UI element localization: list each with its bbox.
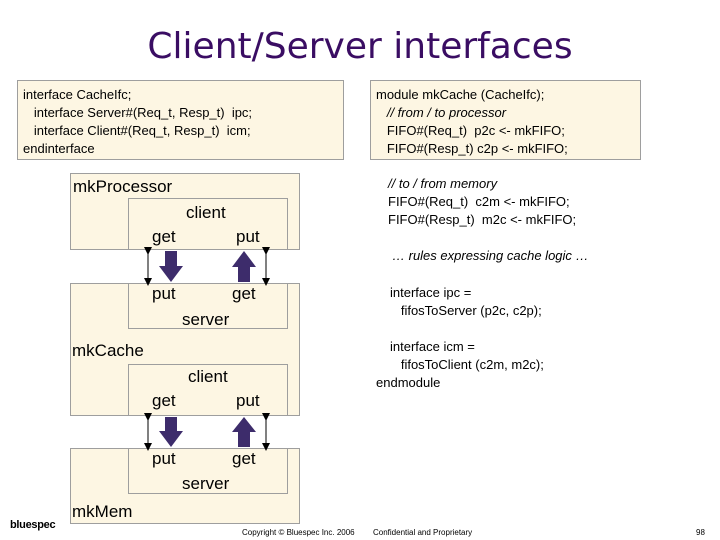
footer-copyright: Copyright © Bluespec Inc. 2006 [242,528,355,537]
interface-code-box: interface CacheIfc; interface Server#(Re… [17,80,344,160]
memory-fifo-line: FIFO#(Req_t) c2m <- mkFIFO; [388,194,570,209]
interface-line: interface CacheIfc; [23,87,132,102]
client-get-label: get [152,391,176,410]
icm-line: fifosToClient (c2m, m2c); [390,357,544,372]
server-get-label: get [232,449,256,468]
up-arrow [232,417,256,447]
cache-server-port [128,283,288,329]
memory-comment: // to / from memory [388,176,498,191]
module-line: FIFO#(Req_t) p2c <- mkFIFO; [376,123,565,138]
client-put-label: put [236,227,260,246]
module-code-box: module mkCache (CacheIfc); // from / to … [370,80,641,160]
server-get-label: get [232,284,256,303]
up-arrow [232,251,256,282]
ipc-line: interface ipc = [390,285,472,300]
footer-confidential: Confidential and Proprietary [373,528,473,537]
down-arrow [159,251,183,282]
slide-title: Client/Server interfaces [147,26,573,67]
memory-fifo-block: // to / from memory FIFO#(Req_t) c2m <- … [388,175,576,229]
ipc-line: fifosToServer (p2c, c2p); [390,303,542,318]
icm-line: endmodule [376,375,441,390]
rules-comment: … rules expressing cache logic … [392,248,589,263]
server-put-label: put [152,449,176,468]
client-label: client [188,367,228,386]
icm-interface-block: interface icm = fifosToClient (c2m, m2c)… [376,338,544,392]
cache-label: mkCache [72,341,144,360]
mem-label: mkMem [72,502,133,521]
module-line: module mkCache (CacheIfc); [376,87,545,102]
bluespec-logo: bluespec [10,519,56,531]
interface-line: interface Server#(Req_t, Resp_t) ipc; [23,105,253,120]
page-number: 98 [696,528,705,537]
module-line: FIFO#(Resp_t) c2p <- mkFIFO; [376,141,568,156]
mem-server-port [128,448,288,494]
interface-line: endinterface [23,141,95,156]
server-label: server [182,474,230,493]
server-put-label: put [152,284,176,303]
client-put-label: put [236,391,260,410]
module-comment: // from / to processor [376,105,507,120]
icm-line: interface icm = [390,339,475,354]
memory-fifo-line: FIFO#(Resp_t) m2c <- mkFIFO; [388,212,577,227]
cache-client-port [128,364,288,416]
processor-label: mkProcessor [73,177,173,196]
client-get-label: get [152,227,176,246]
interface-line: interface Client#(Req_t, Resp_t) icm; [23,123,251,138]
down-arrow [159,417,183,447]
client-label: client [186,203,226,222]
server-label: server [182,310,230,329]
ipc-interface-block: interface ipc = fifosToServer (p2c, c2p)… [390,284,542,320]
processor-client-port [128,198,288,250]
